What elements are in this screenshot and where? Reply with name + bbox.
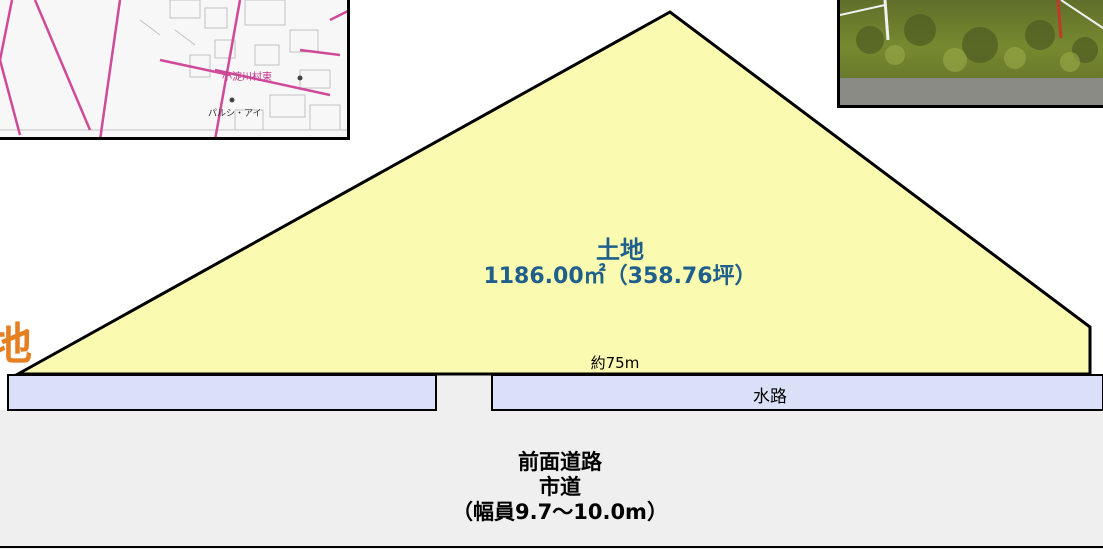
map-label-district: 小淀川村東 [222,72,272,83]
map-inset: 小淀川村東 パルシ・アイ [0,0,350,140]
land-title: 土地 [596,236,644,264]
road-area [0,410,1103,549]
site-photo [837,0,1103,108]
waterway-label: 水路 [753,387,787,407]
land-area: 1186.00㎡（358.76坪） [483,264,757,289]
site-photo-graphic [840,0,1103,105]
side-heading-fragment: 地 [0,319,32,370]
road-width: （幅員9.7～10.0m） [452,500,668,524]
road-access-gap [436,374,492,410]
road-title: 前面道路 [518,450,602,474]
frontage-length: 約75m [590,354,640,372]
map-graphic [0,0,347,137]
waterway-right [491,374,1103,411]
waterway-left [7,374,437,411]
road-type: 市道 [539,475,581,499]
map-label-store: パルシ・アイ [208,109,262,119]
